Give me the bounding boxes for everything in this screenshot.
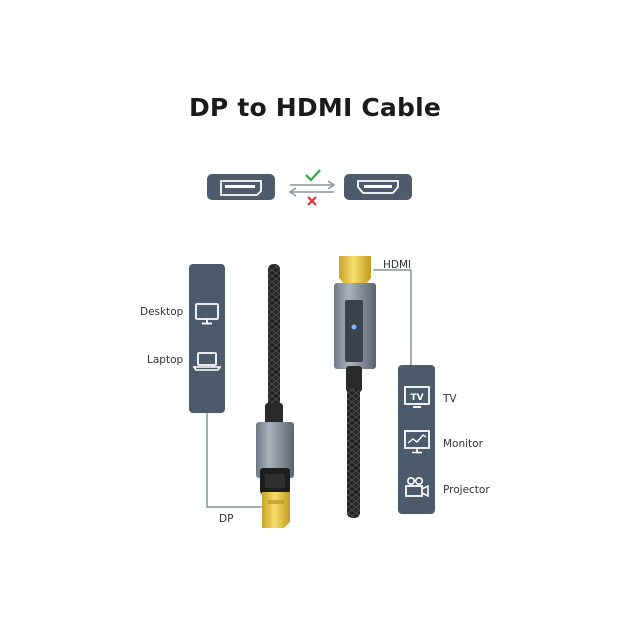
page-title: DP to HDMI Cable [188,93,441,122]
source-label-desktop: Desktop [140,306,184,318]
dp-label: DP [219,513,234,525]
display-label-tv: TV [443,393,457,405]
direction-arrows [288,169,336,206]
laptop-icon [192,352,222,371]
dp-port-box [207,174,275,200]
hdmi-port-icon [357,180,399,194]
hdmi-port-box [344,174,412,200]
check-icon [305,169,321,182]
desktop-icon [195,303,219,325]
source-label-laptop: Laptop [147,354,184,366]
dp-port-icon [220,180,262,196]
monitor-icon [404,430,430,454]
hdmi-label: HDMI [383,259,412,271]
display-label-monitor: Monitor [443,438,483,450]
sources-panel [189,264,225,413]
display-label-projector: Projector [443,484,490,496]
projector-icon [405,476,429,498]
tv-icon: TV [404,386,430,408]
cross-icon [307,196,317,206]
svg-text:TV: TV [410,393,423,403]
